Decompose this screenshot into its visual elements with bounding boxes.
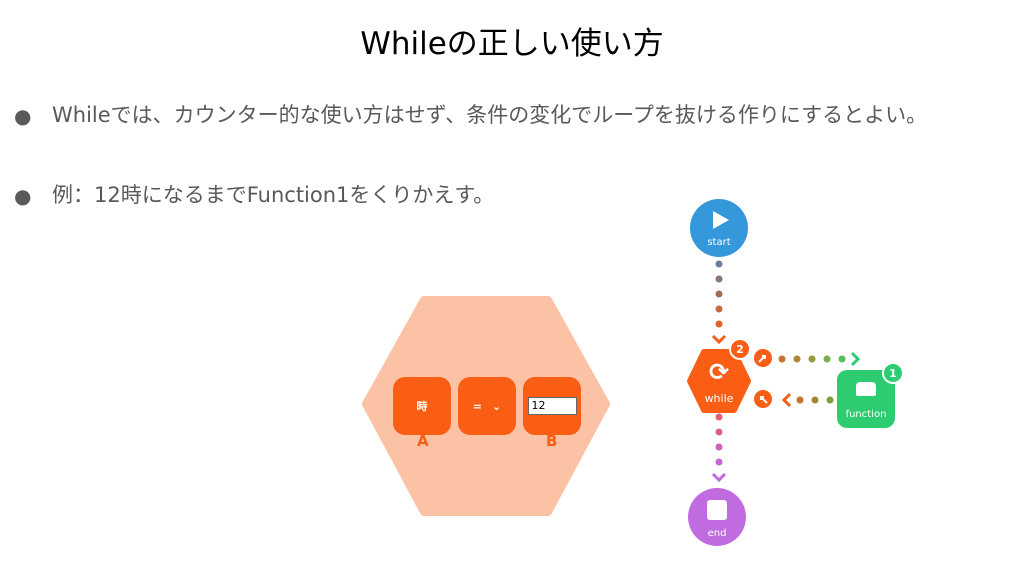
value-b-block: 12 bbox=[523, 377, 581, 435]
flow-connectors bbox=[687, 260, 861, 483]
start-label: start bbox=[707, 237, 731, 248]
loop-icon: ⟳ bbox=[708, 358, 730, 386]
value-a: 時 bbox=[416, 400, 428, 413]
while-label: while bbox=[704, 392, 734, 405]
bullet-mark: ● bbox=[14, 104, 32, 128]
function-label: function bbox=[845, 409, 887, 420]
value-a-block[interactable]: 時 bbox=[393, 377, 451, 435]
function-icon bbox=[856, 382, 876, 396]
bullet-mark: ● bbox=[14, 184, 32, 208]
while-node[interactable]: ⟳ while bbox=[692, 354, 746, 408]
operator-select[interactable]: =⌄ bbox=[458, 377, 516, 435]
end-label: end bbox=[707, 528, 727, 539]
stop-icon bbox=[707, 500, 727, 520]
operator-value: = bbox=[472, 399, 482, 413]
dots-while-function bbox=[778, 351, 861, 367]
label-a: A bbox=[417, 432, 429, 450]
bullet-text-1: Whileでは、カウンター的な使い方はせず、条件の変化でループを抜ける作りにする… bbox=[52, 103, 928, 127]
dots-start-while bbox=[711, 260, 727, 345]
while-badge: 2 bbox=[729, 338, 751, 360]
slide-title: Whileの正しい使い方 bbox=[360, 26, 664, 62]
chevron-down-icon: ⌄ bbox=[492, 399, 502, 413]
dots-function-while bbox=[781, 392, 834, 408]
function-node[interactable]: function bbox=[837, 370, 895, 428]
end-node[interactable]: end bbox=[688, 488, 746, 546]
start-node[interactable]: start bbox=[690, 199, 748, 257]
bullet-text-2: 例：12時になるまでFunction1をくりかえす。 bbox=[52, 183, 495, 207]
play-icon bbox=[713, 211, 729, 229]
label-b: B bbox=[546, 432, 558, 450]
function-badge: 1 bbox=[882, 362, 904, 384]
value-b-input[interactable]: 12 bbox=[527, 397, 577, 415]
dots-while-end bbox=[711, 413, 727, 483]
